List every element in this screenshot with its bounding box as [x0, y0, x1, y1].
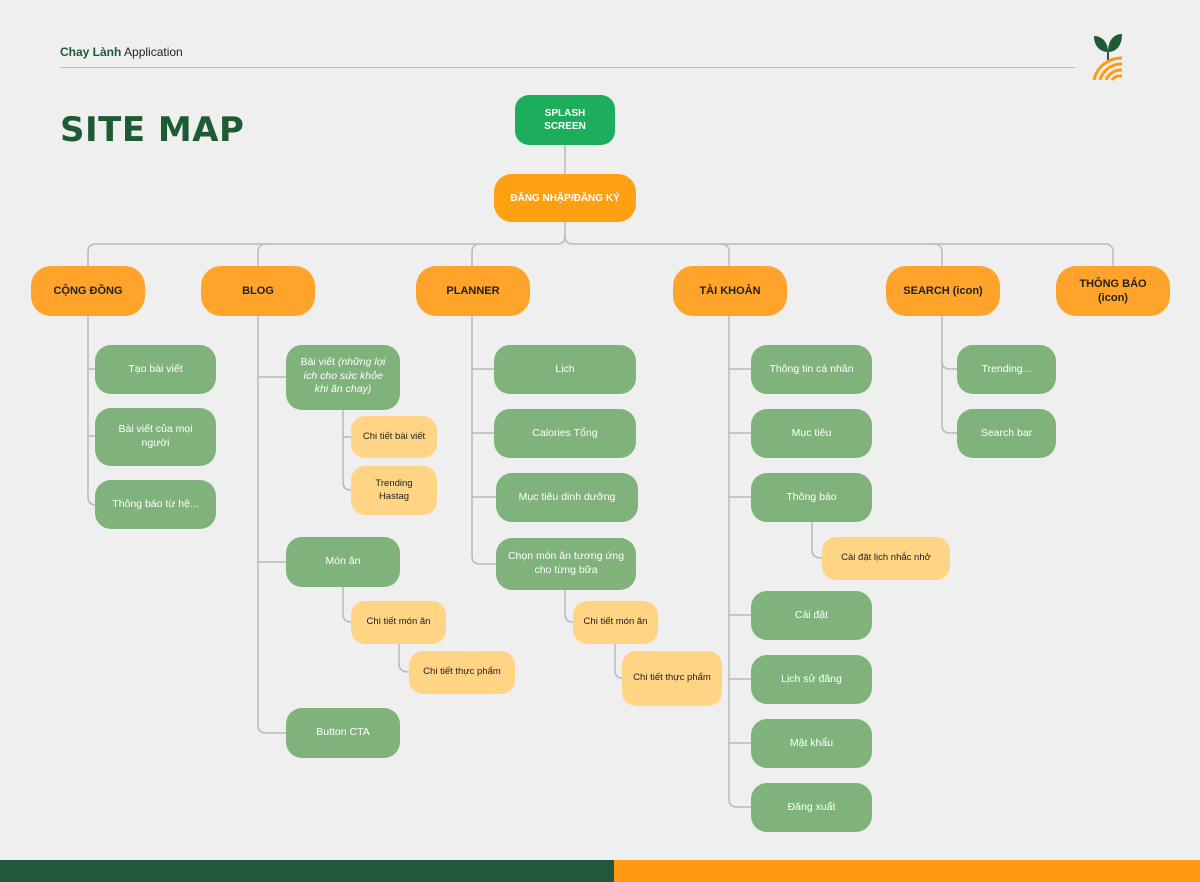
- node-planner: PLANNER: [416, 266, 530, 316]
- node-blog-chi-tiet-thuc-pham: Chi tiết thực phẩm: [409, 651, 515, 694]
- node-calories-tong: Calories Tổng: [494, 409, 636, 458]
- brand-suffix: Application: [121, 45, 183, 59]
- node-splash-screen: SPLASH SCREEN: [515, 95, 615, 145]
- node-mon-an: Món ăn: [286, 537, 400, 587]
- node-tao-bai-viet: Tạo bài viết: [95, 345, 216, 394]
- node-blog-chi-tiet-mon-an: Chi tiết món ăn: [351, 601, 446, 644]
- node-mat-khau: Mật khẩu: [751, 719, 872, 768]
- node-tai-khoan: TÀI KHOẢN: [673, 266, 787, 316]
- node-lich-su-dang: Lịch sử đăng: [751, 655, 872, 704]
- app-brand: Chay Lành Application: [60, 45, 183, 59]
- node-login-register: ĐĂNG NHẬP/ĐĂNG KÝ: [494, 174, 636, 222]
- header-divider: [60, 67, 1075, 68]
- node-search: SEARCH (icon): [886, 266, 1000, 316]
- node-thong-bao: THÔNG BÁO (icon): [1056, 266, 1170, 316]
- node-thong-bao-he: Thông báo từ hệ...: [95, 480, 216, 529]
- node-bai-viet: Bài viết (những lợi ích cho sức khỏe khi…: [286, 345, 400, 410]
- leaf-logo-icon: [1092, 34, 1123, 81]
- node-chon-mon-an: Chọn món ăn tương ứng cho từng bữa: [496, 538, 636, 590]
- node-chi-tiet-bai-viet: Chi tiết bài viết: [351, 416, 437, 458]
- bai-viet-label: Bài viết: [300, 356, 338, 368]
- node-bai-viet-moi-nguoi: Bài viết của mọi người: [95, 408, 216, 466]
- footer-bar-orange: [614, 860, 1200, 882]
- node-thong-tin-ca-nhan: Thông tin cá nhân: [751, 345, 872, 394]
- node-button-cta: Button CTA: [286, 708, 400, 758]
- node-muc-tieu: Mục tiêu: [751, 409, 872, 458]
- page-title: SITE MAP: [60, 110, 245, 150]
- node-cai-dat: Cài đặt: [751, 591, 872, 640]
- node-search-bar: Search bar: [957, 409, 1056, 458]
- node-lich: Lịch: [494, 345, 636, 394]
- node-dang-xuat: Đăng xuất: [751, 783, 872, 832]
- bai-viet-note: (những lợi ích cho sức khỏe khi ăn chay): [303, 356, 386, 396]
- node-trending-hastag: Trending Hastag: [351, 466, 437, 515]
- node-blog: BLOG: [201, 266, 315, 316]
- node-trending: Trending...: [957, 345, 1056, 394]
- node-cai-dat-lich-nhac-nho: Cài đặt lịch nhắc nhở: [822, 537, 950, 580]
- brand-name: Chay Lành: [60, 45, 122, 59]
- node-cong-dong: CỘNG ĐỒNG: [31, 266, 145, 316]
- footer-bar-green: [0, 860, 614, 882]
- node-planner-chi-tiet-mon-an: Chi tiết món ăn: [573, 601, 658, 644]
- node-tk-thong-bao: Thông báo: [751, 473, 872, 522]
- node-muc-tieu-dinh-duong: Mục tiêu dinh dưỡng: [496, 473, 638, 522]
- node-planner-chi-tiet-thuc-pham: Chi tiết thực phẩm: [622, 651, 722, 706]
